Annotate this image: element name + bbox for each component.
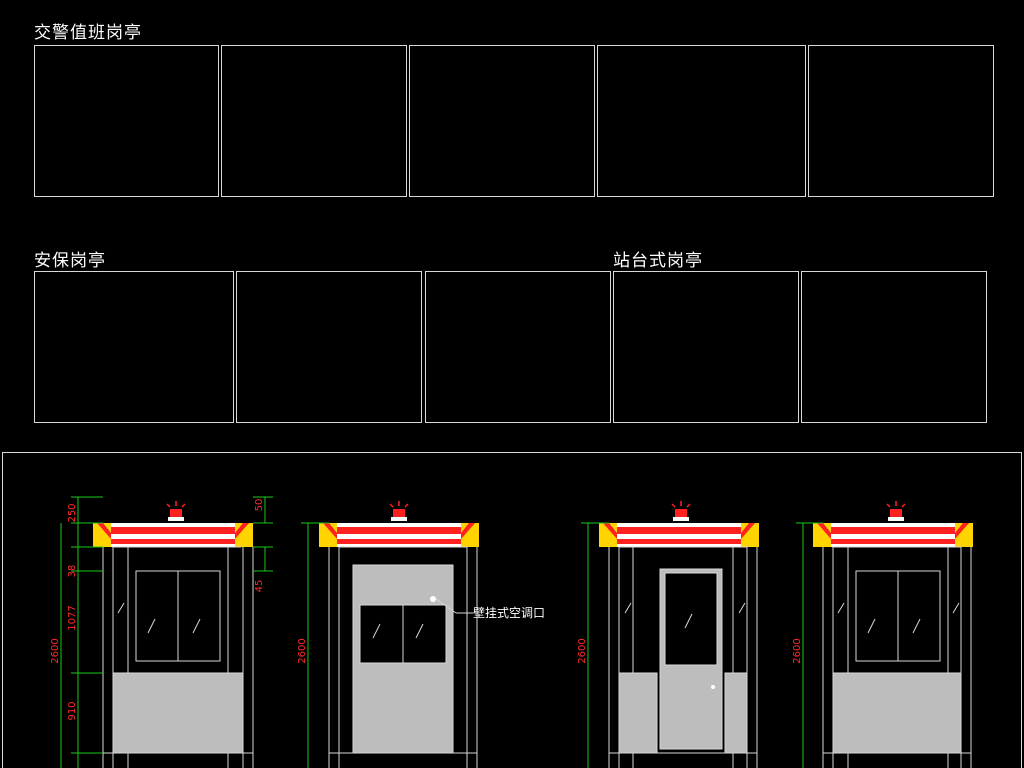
dim-2600-booth2: 2600 [297, 638, 308, 663]
section-title-platform: 站台式岗亭 [613, 251, 703, 271]
drawing-thumbnail-traffic-3[interactable] [409, 45, 595, 197]
dim-2600-booth1: 2600 [50, 638, 61, 663]
elevation-drawing: 250 38 1077 910 2600 50 45 壁挂式空调口 2600 [50, 496, 973, 768]
dim-38: 38 [67, 565, 78, 578]
drawing-thumbnail-traffic-4[interactable] [597, 45, 806, 197]
drawing-thumbnail-traffic-1[interactable] [34, 45, 219, 197]
dim-250: 250 [67, 503, 78, 522]
drawing-thumbnail-platform-1[interactable] [613, 271, 799, 423]
detail-elevation-view[interactable]: 250 38 1077 910 2600 50 45 壁挂式空调口 2600 [2, 452, 1022, 768]
dim-2600-booth3: 2600 [577, 638, 588, 663]
dim-50: 50 [254, 499, 265, 512]
dim-910: 910 [67, 701, 78, 720]
dim-45: 45 [254, 580, 265, 593]
section-title-traffic: 交警值班岗亭 [34, 23, 142, 43]
drawing-thumbnail-traffic-5[interactable] [808, 45, 994, 197]
drawing-thumbnail-security-3[interactable] [425, 271, 611, 423]
section-title-security: 安保岗亭 [34, 251, 106, 271]
drawing-thumbnail-platform-2[interactable] [801, 271, 987, 423]
drawing-thumbnail-security-2[interactable] [236, 271, 422, 423]
drawing-thumbnail-traffic-2[interactable] [221, 45, 407, 197]
callout-wall-ac-port: 壁挂式空调口 [473, 605, 545, 620]
dim-1077: 1077 [67, 605, 78, 630]
drawing-thumbnail-security-1[interactable] [34, 271, 234, 423]
dim-2600-booth4: 2600 [792, 638, 803, 663]
